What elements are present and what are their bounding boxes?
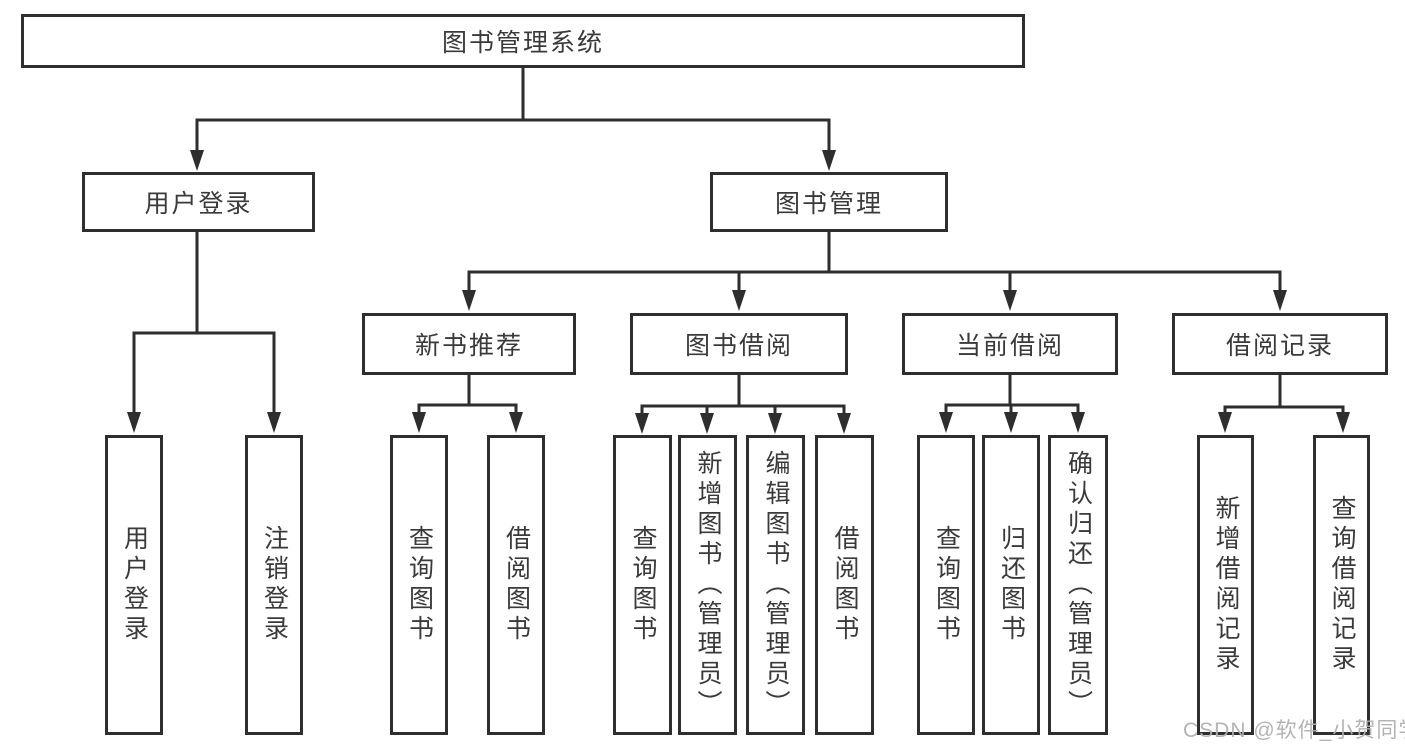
node-current-borrow: 当前借阅: [902, 313, 1118, 375]
node-borrow-records-label: 借阅记录: [1225, 332, 1334, 360]
leaf-confirm-return-admin-label: 确认归还（管理员）: [1064, 450, 1093, 720]
leaf-add-borrow-record-label: 新增借阅记录: [1212, 495, 1240, 675]
connector-borrow-record-children: [1218, 375, 1350, 433]
node-root-label: 图书管理系统: [441, 29, 604, 57]
leaf-user-login: 用户登录: [105, 435, 163, 735]
node-new-book-recommend-label: 新书推荐: [414, 332, 523, 360]
leaf-borrow-books-newbook: 借阅图书: [487, 435, 545, 735]
node-new-book-recommend: 新书推荐: [362, 313, 576, 375]
leaf-edit-books-admin-label: 编辑图书（管理员）: [762, 450, 790, 720]
node-user-login-label: 用户登录: [144, 190, 253, 218]
node-user-login: 用户登录: [82, 172, 315, 232]
leaf-user-login-label: 用户登录: [120, 525, 149, 645]
leaf-query-books-borrow-label: 查询图书: [629, 525, 657, 645]
leaf-borrow-books-borrow: 借阅图书: [815, 435, 874, 735]
connector-user-login-children: [127, 232, 281, 433]
node-book-management-label: 图书管理: [774, 190, 883, 218]
connector-root-to-level2: [190, 68, 836, 171]
leaf-confirm-return-admin: 确认归还（管理员）: [1048, 435, 1108, 735]
leaf-query-books-current: 查询图书: [917, 435, 975, 735]
connector-book-mgmt-children: [462, 232, 1287, 311]
leaf-query-books-borrow: 查询图书: [613, 435, 672, 735]
leaf-borrow-books-borrow-label: 借阅图书: [831, 525, 859, 645]
leaf-logout: 注销登录: [245, 435, 303, 735]
leaf-add-books-admin: 新增图书（管理员）: [678, 435, 737, 735]
leaf-add-books-admin-label: 新增图书（管理员）: [694, 450, 722, 720]
leaf-add-borrow-record: 新增借阅记录: [1197, 435, 1254, 735]
connector-book-borrow-children: [635, 375, 851, 434]
leaf-return-books: 归还图书: [982, 435, 1040, 735]
node-borrow-records: 借阅记录: [1172, 313, 1388, 375]
connector-new-book-children: [412, 375, 523, 433]
node-book-management: 图书管理: [710, 172, 948, 232]
leaf-query-books-newbook-label: 查询图书: [405, 525, 434, 645]
leaf-return-books-label: 归还图书: [997, 525, 1026, 645]
node-current-borrow-label: 当前借阅: [955, 332, 1064, 360]
leaf-query-borrow-record: 查询借阅记录: [1313, 435, 1370, 735]
node-book-borrow-label: 图书借阅: [684, 332, 793, 360]
leaf-borrow-books-newbook-label: 借阅图书: [502, 525, 531, 645]
leaf-logout-label: 注销登录: [260, 525, 289, 645]
leaf-query-books-current-label: 查询图书: [932, 525, 961, 645]
leaf-query-books-newbook: 查询图书: [390, 435, 448, 735]
node-book-borrow: 图书借阅: [630, 313, 848, 375]
connector-current-borrow-children: [939, 375, 1085, 433]
leaf-query-borrow-record-label: 查询借阅记录: [1328, 495, 1356, 675]
node-root: 图书管理系统: [21, 14, 1025, 68]
csdn-watermark: CSDN @软件_小贺同学: [1183, 719, 1405, 742]
leaf-edit-books-admin: 编辑图书（管理员）: [746, 435, 805, 735]
